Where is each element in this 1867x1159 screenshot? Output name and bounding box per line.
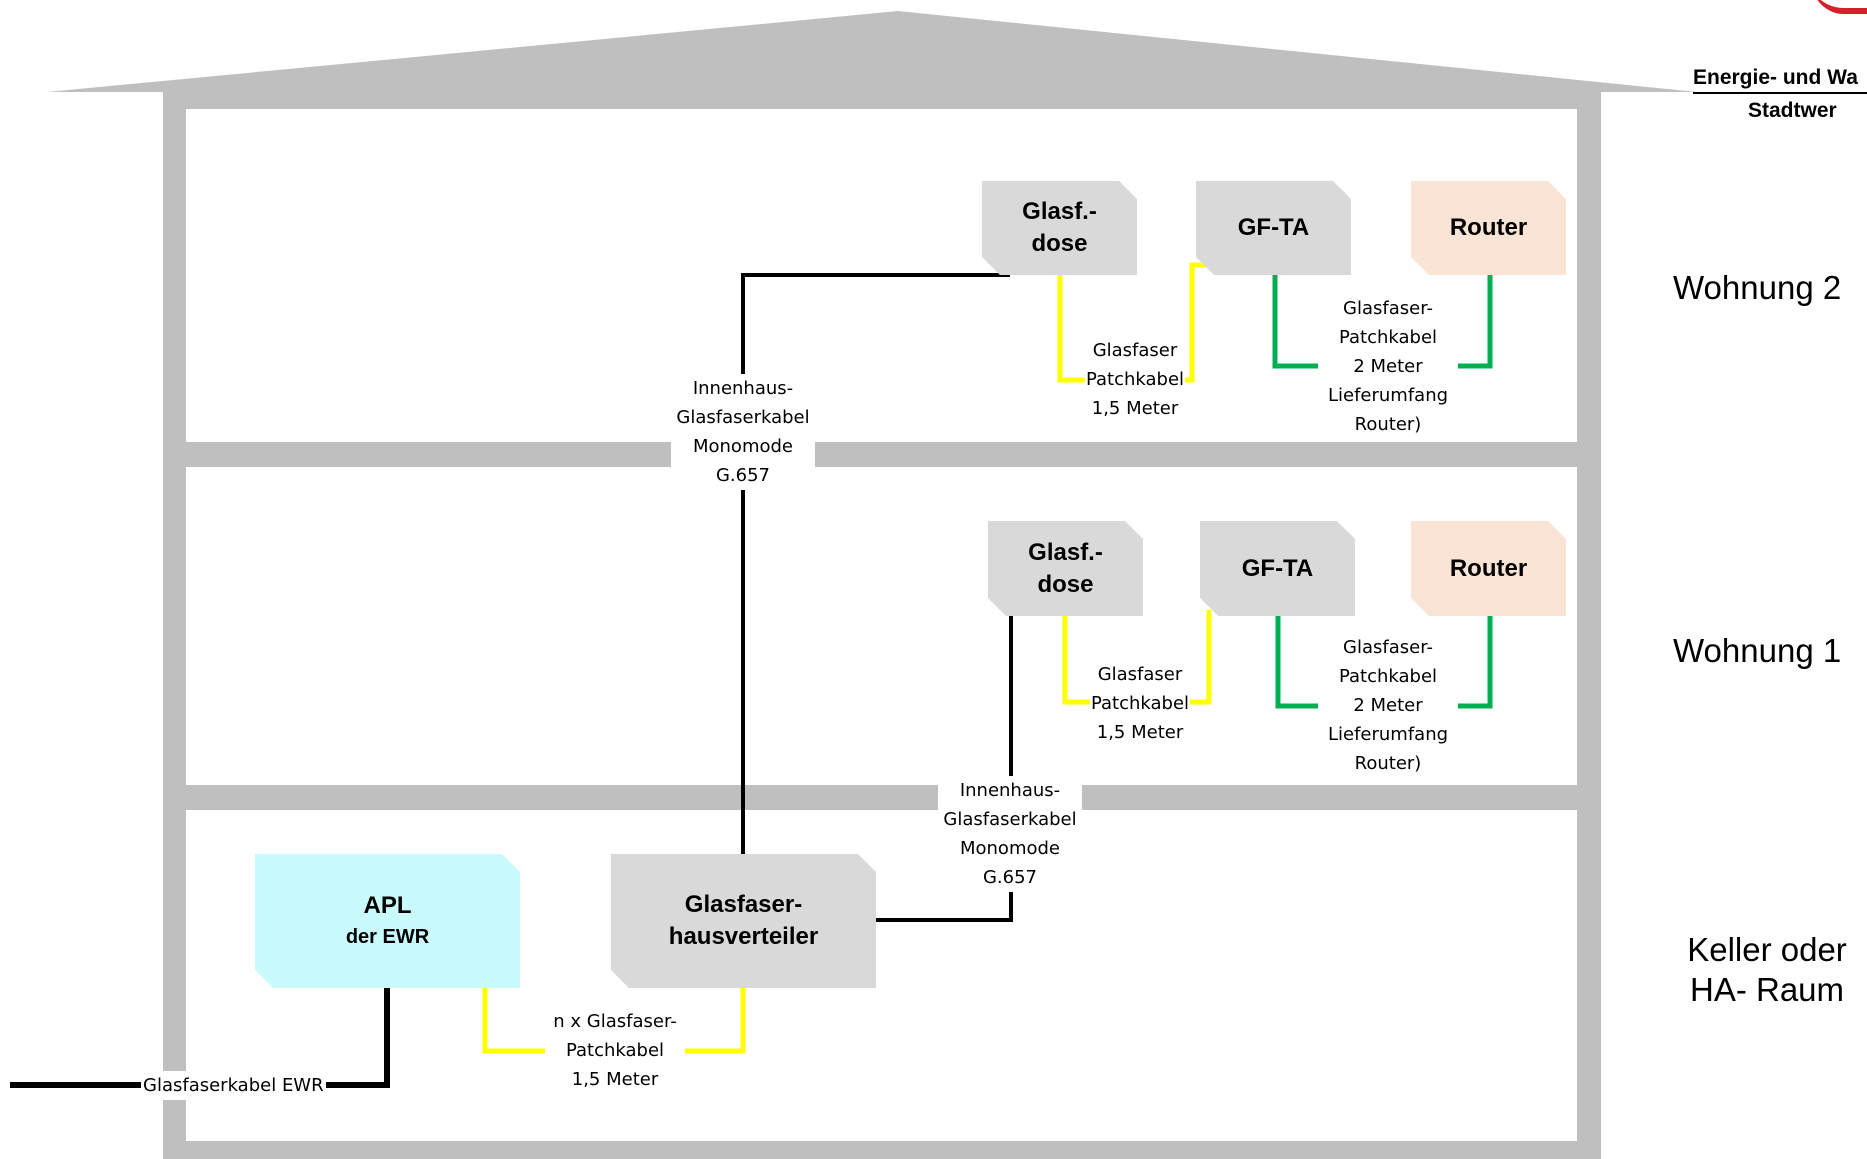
label-line: Glasfaser-	[1343, 637, 1433, 658]
dose-label-line2: dose	[1031, 230, 1088, 257]
label-line: Innenhaus-	[692, 378, 794, 399]
floor-label-keller-line1: Keller oder	[1687, 931, 1847, 968]
top-beam	[163, 92, 1601, 109]
label-line: Monomode	[959, 838, 1060, 859]
dose-label-line1: Glasf.-	[1028, 538, 1103, 566]
apl-label-line1: APL	[363, 892, 412, 919]
glasfaserdose-wohnung1: Glasf.- dose	[988, 521, 1143, 616]
riser-label-upper: Innenhaus- Glasfaserkabel Monomode G.657	[671, 374, 815, 490]
label-line: Monomode	[692, 436, 793, 457]
label-line: Glasfaser	[1092, 340, 1178, 361]
floor-label-wohnung2: Wohnung 2	[1673, 269, 1842, 306]
ewr-cable-label: Glasfaserkabel EWR	[141, 1071, 326, 1100]
glasfaser-hausverteiler: Glasfaser- hausverteiler	[611, 854, 876, 988]
label-line: Glasfaser	[1097, 664, 1183, 685]
router-wohnung1: Router	[1411, 521, 1566, 616]
yellow-patch-label-w2: Glasfaser Patchkabel 1,5 Meter	[1085, 336, 1185, 423]
label-line: Lieferumfang	[1327, 724, 1449, 745]
label-line: Router)	[1354, 414, 1422, 435]
gf-ta-label: GF-TA	[1241, 554, 1314, 582]
label-line: 2 Meter	[1353, 356, 1423, 377]
roof	[47, 11, 1697, 92]
label-line: Router)	[1354, 753, 1422, 774]
green-patch-label-w1: Glasfaser- Patchkabel 2 Meter Lieferumfa…	[1318, 633, 1458, 778]
riser-cable-wohnung2	[741, 273, 1010, 855]
label-line: Patchkabel	[545, 1036, 685, 1065]
dose-label-line1: Glasf.-	[1022, 198, 1097, 225]
gf-ta-wohnung1: GF-TA	[1200, 521, 1355, 616]
label-line: 1,5 Meter	[1091, 398, 1179, 419]
router-label: Router	[1449, 214, 1528, 241]
logo-swoosh	[1812, 0, 1867, 14]
yellow-patch-label-keller: n x Glasfaser- Patchkabel 1,5 Meter	[545, 1007, 685, 1094]
router-label: Router	[1449, 554, 1528, 582]
basement-floor	[163, 1141, 1601, 1159]
ceiling-upper	[163, 442, 1601, 467]
label-line: Glasfaser-	[1343, 298, 1433, 319]
dose-label-line2: dose	[1037, 570, 1094, 598]
label-line: Patchkabel	[1338, 327, 1438, 348]
logo-underline	[1693, 92, 1867, 94]
verteiler-label-line2: hausverteiler	[668, 923, 819, 950]
label-line: n x Glasfaser-	[553, 1007, 677, 1036]
ewr-cable	[10, 988, 390, 1088]
yellow-patch-label-w1: Glasfaser Patchkabel 1,5 Meter	[1090, 660, 1190, 747]
apl-box: APL der EWR	[255, 854, 520, 988]
gf-ta-wohnung2: GF-TA	[1196, 181, 1351, 275]
label-line: Patchkabel	[1085, 365, 1185, 394]
floor-label-keller: Keller oder HA- Raum	[1672, 930, 1862, 1010]
label-line: Glasfaserkabel	[676, 407, 810, 428]
floor-label-wohnung1: Wohnung 1	[1673, 632, 1842, 669]
label-line: 1,5 Meter	[545, 1065, 685, 1094]
riser-cable-wohnung1	[876, 616, 1013, 922]
label-line: 2 Meter	[1353, 695, 1423, 716]
gf-ta-label: GF-TA	[1237, 214, 1310, 241]
left-wall	[163, 92, 186, 1159]
right-wall	[1577, 92, 1601, 1159]
floor-label-keller-line2: HA- Raum	[1689, 971, 1845, 1008]
glasfaserdose-wohnung2: Glasf.- dose	[982, 181, 1137, 275]
ceiling-lower	[163, 785, 1601, 810]
label-line: 1,5 Meter	[1096, 722, 1184, 743]
label-line: Glasfaserkabel	[943, 809, 1077, 830]
green-patch-label-w2: Glasfaser- Patchkabel 2 Meter Lieferumfa…	[1318, 294, 1458, 439]
apl-label-line2: der EWR	[345, 926, 430, 948]
label-line: Patchkabel	[1090, 689, 1190, 718]
label-line: Patchkabel	[1338, 666, 1438, 687]
label-line: Innenhaus-	[959, 780, 1061, 801]
yellow-patch-w2	[1057, 262, 1206, 383]
logo-line-2: Stadtwer	[1748, 99, 1837, 122]
verteiler-label-line1: Glasfaser-	[684, 891, 803, 918]
label-line: G.657	[715, 465, 771, 486]
riser-label-lower: Innenhaus- Glasfaserkabel Monomode G.657	[938, 776, 1082, 892]
router-wohnung2: Router	[1411, 181, 1566, 275]
logo-line-1: Energie- und Wa	[1693, 66, 1858, 89]
label-line: G.657	[982, 867, 1038, 888]
label-line: Lieferumfang	[1327, 385, 1449, 406]
